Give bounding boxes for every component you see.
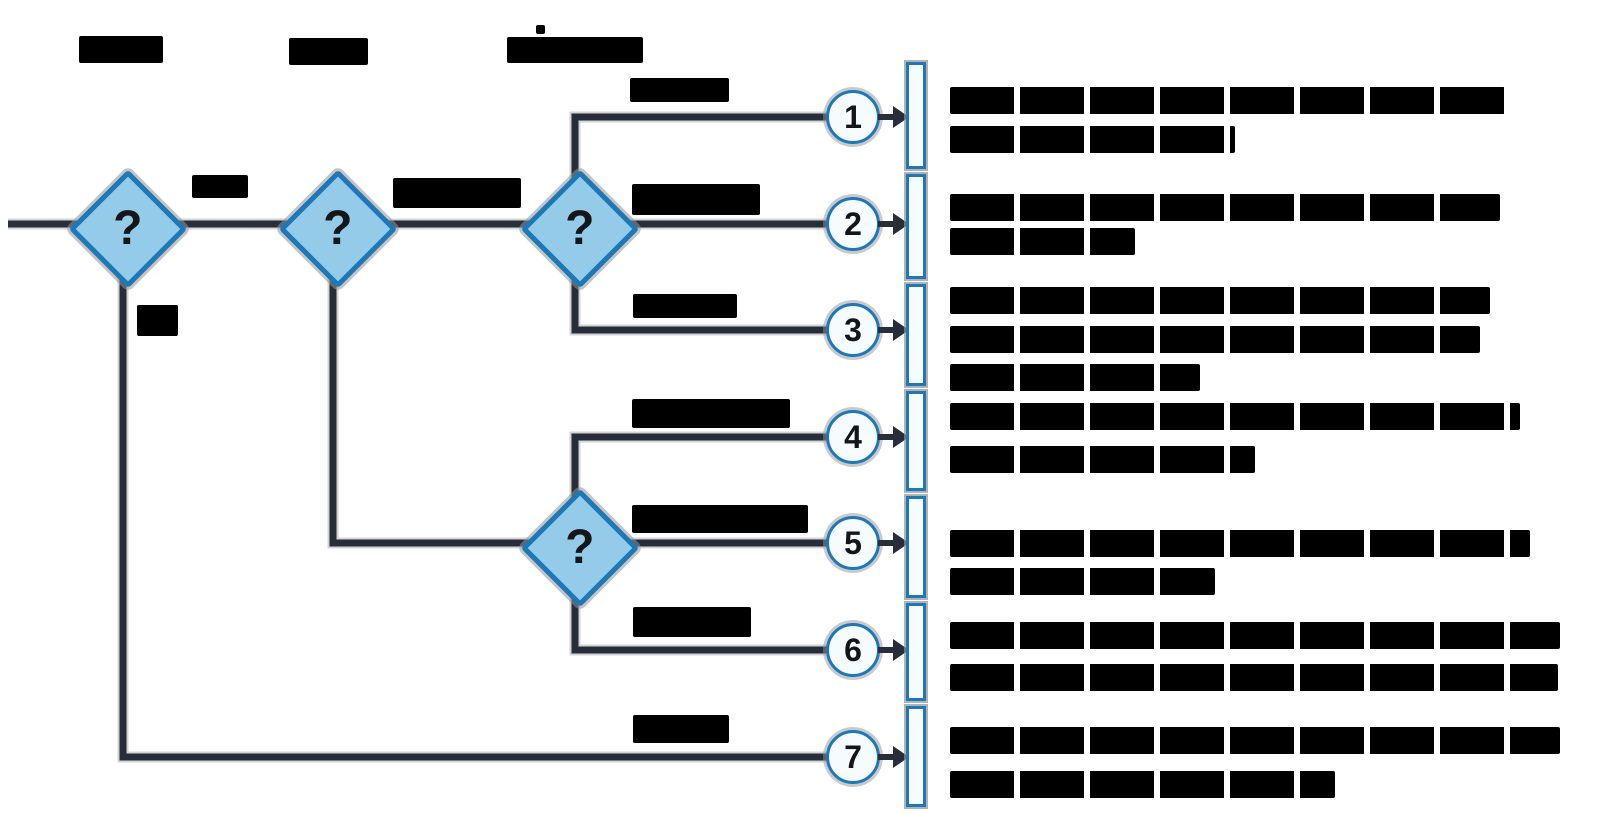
edge-label-yes-redacted	[192, 175, 248, 198]
description-line-redacted	[950, 126, 1235, 153]
description-line-redacted	[950, 446, 1255, 473]
bar-segment-2	[906, 174, 926, 279]
question-mark: ?	[565, 201, 595, 255]
description-line-redacted	[950, 771, 1335, 798]
connector-path	[8, 113, 828, 761]
column-header-stage-3-redacted	[507, 37, 643, 63]
column-header-stage-2-redacted	[289, 38, 368, 65]
step-circle-7: 7	[826, 730, 880, 784]
edge-label-branch-2-redacted	[632, 184, 760, 215]
arrow-icon	[893, 639, 909, 661]
bar-segment-4	[906, 391, 926, 491]
bar-segment-7	[906, 706, 926, 807]
bar-segment-6	[906, 603, 926, 701]
edge-label-branch-3-redacted	[633, 294, 737, 318]
description-line-redacted	[950, 403, 1520, 430]
bar-segment-5	[906, 496, 926, 598]
description-line-redacted	[950, 87, 1505, 114]
edge-label-branch-7-redacted	[633, 715, 729, 743]
arrow-icon	[878, 114, 896, 120]
step-circle-2: 2	[826, 197, 880, 251]
edge-label-process-redacted	[393, 178, 521, 208]
description-line-redacted	[950, 622, 1560, 649]
arrow-icon	[893, 106, 909, 128]
arrow-icon	[893, 319, 909, 341]
arrow-icon	[878, 754, 896, 760]
arrow-icon	[878, 434, 896, 440]
description-line-redacted	[950, 287, 1490, 314]
description-line-redacted	[950, 228, 1135, 255]
description-line-redacted	[950, 664, 1558, 691]
arrow-icon	[893, 426, 909, 448]
description-line-redacted	[950, 364, 1200, 391]
bar-segment-3	[906, 284, 926, 386]
arrow-icon	[893, 746, 909, 768]
step-circle-5: 5	[826, 516, 880, 570]
edge-label-no-redacted	[137, 305, 178, 336]
arrow-icon	[893, 532, 909, 554]
question-mark: ?	[565, 520, 595, 574]
description-line-redacted	[950, 194, 1500, 221]
edge-label-branch-1-redacted	[630, 78, 729, 102]
description-line-redacted	[950, 568, 1215, 595]
question-mark: ?	[323, 201, 353, 255]
column-header-stage-3-tittle	[536, 25, 545, 34]
arrow-icon	[878, 540, 896, 546]
bar-segment-1	[906, 62, 926, 169]
edge-label-branch-4-redacted	[632, 399, 790, 428]
edge-label-branch-5-redacted	[632, 505, 808, 533]
step-circle-1: 1	[826, 90, 880, 144]
edge-label-branch-6-redacted	[633, 607, 751, 637]
step-circle-6: 6	[826, 623, 880, 677]
arrow-icon	[878, 327, 896, 333]
description-line-redacted	[950, 530, 1530, 557]
description-line-redacted	[950, 326, 1480, 353]
description-line-redacted	[950, 727, 1560, 754]
arrow-icon	[878, 647, 896, 653]
arrow-icon	[878, 221, 896, 227]
arrow-icon	[893, 213, 909, 235]
column-header-stage-1-redacted	[79, 36, 163, 63]
step-circle-3: 3	[826, 303, 880, 357]
step-circle-4: 4	[826, 410, 880, 464]
question-mark: ?	[113, 201, 143, 255]
